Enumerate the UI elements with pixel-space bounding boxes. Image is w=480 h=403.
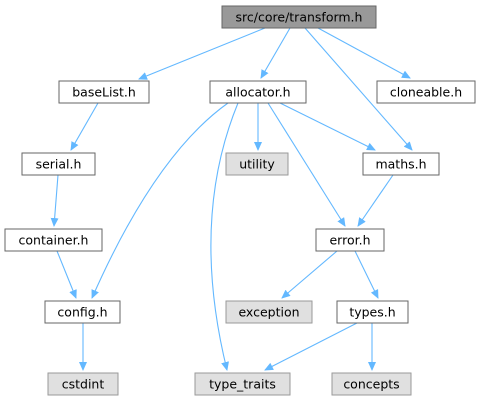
file-node-icon (21, 152, 96, 176)
edge-allocator-to-type_traits (210, 102, 239, 371)
system-header-icon (225, 152, 289, 176)
edge-allocator-to-config (91, 102, 229, 299)
system-header-icon (47, 372, 119, 396)
node-cstdint: cstdint (47, 372, 119, 396)
system-header-icon (225, 300, 313, 324)
file-node-icon (58, 80, 150, 104)
node-label: error.h (329, 233, 370, 248)
node-label: allocator.h (225, 85, 290, 100)
file-node-icon (315, 228, 385, 252)
node-maths[interactable]: maths.h (362, 152, 440, 176)
node-label: src/core/transform.h (236, 10, 363, 25)
file-node-icon (376, 80, 476, 104)
system-header-icon (194, 372, 291, 396)
edge-error-to-types (354, 250, 379, 299)
edge-allocator-to-maths (279, 102, 376, 151)
node-label: cstdint (62, 377, 105, 392)
node-label: serial.h (36, 157, 82, 172)
edge-transform-to-baselist (138, 27, 266, 80)
node-cloneable[interactable]: cloneable.h (376, 80, 476, 104)
node-label: baseList.h (72, 85, 136, 100)
file-node-icon (44, 300, 121, 324)
node-label: cloneable.h (390, 85, 462, 100)
edge-transform-to-allocator (260, 27, 291, 79)
node-label: maths.h (375, 157, 426, 172)
node-baselist[interactable]: baseList.h (58, 80, 150, 104)
node-error[interactable]: error.h (315, 228, 385, 252)
file-node-icon (4, 228, 103, 252)
file-node-icon (221, 5, 377, 29)
node-transform[interactable]: src/core/transform.h (221, 5, 377, 29)
edge-baselist-to-serial (70, 102, 99, 151)
node-label: type_traits (209, 377, 276, 392)
nodes-layer: src/core/transform.h baseList.h allocator.… (4, 5, 476, 396)
edge-types-to-type_traits (264, 322, 358, 371)
edge-transform-to-cloneable (317, 27, 411, 79)
node-allocator[interactable]: allocator.h (209, 80, 307, 104)
edge-transform-to-maths (304, 27, 413, 151)
node-serial[interactable]: serial.h (21, 152, 96, 176)
node-types[interactable]: types.h (336, 300, 409, 324)
edge-error-to-exception (281, 250, 338, 299)
system-header-icon (331, 372, 412, 396)
node-container[interactable]: container.h (4, 228, 103, 252)
node-config[interactable]: config.h (44, 300, 121, 324)
node-label: exception (238, 305, 299, 320)
node-label: container.h (19, 233, 89, 248)
node-exception: exception (225, 300, 313, 324)
edges-layer (50, 27, 413, 371)
node-concepts: concepts (331, 372, 412, 396)
file-node-icon (209, 80, 307, 104)
node-utility: utility (225, 152, 289, 176)
node-type_traits: type_traits (194, 372, 291, 396)
node-label: utility (239, 157, 275, 172)
edge-allocator-to-error (267, 102, 346, 227)
file-node-icon (336, 300, 409, 324)
node-label: concepts (343, 377, 399, 392)
edge-serial-to-container (50, 174, 59, 227)
node-label: config.h (57, 305, 107, 320)
node-label: types.h (349, 305, 395, 320)
edge-maths-to-error (357, 174, 394, 227)
edge-container-to-config (56, 250, 77, 299)
file-node-icon (362, 152, 440, 176)
